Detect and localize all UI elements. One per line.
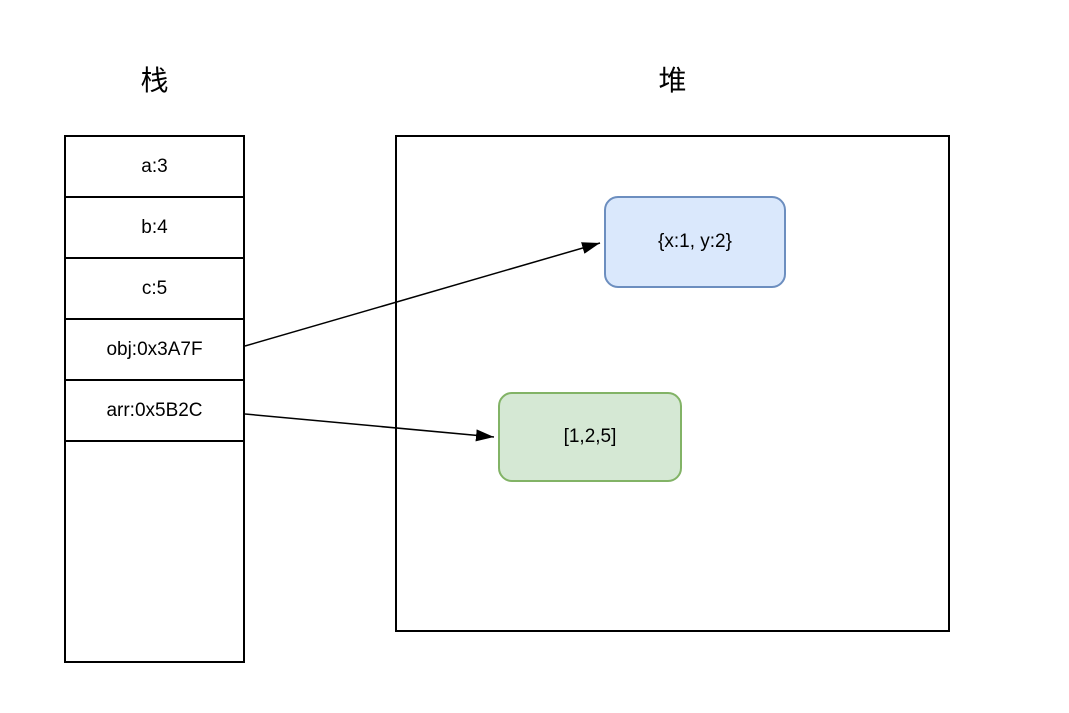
stack-cell-c: c:5 bbox=[66, 259, 243, 320]
stack-cell-b: b:4 bbox=[66, 198, 243, 259]
heap-array-label: [1,2,5] bbox=[563, 426, 617, 447]
stack-title: 栈 bbox=[140, 65, 169, 96]
stack-frame: a:3 b:4 c:5 obj:0x3A7F arr:0x5B2C bbox=[64, 135, 245, 663]
stack-cell-obj: obj:0x3A7F bbox=[66, 320, 243, 381]
heap-object-label: {x:1, y:2} bbox=[658, 231, 732, 252]
stack-cell-arr: arr:0x5B2C bbox=[66, 381, 243, 442]
heap-object-node: {x:1, y:2} bbox=[604, 196, 786, 288]
stack-cell-empty bbox=[66, 442, 243, 661]
heap-array-node: [1,2,5] bbox=[498, 392, 682, 482]
heap-title: 堆 bbox=[658, 65, 687, 96]
stack-cell-a: a:3 bbox=[66, 137, 243, 198]
